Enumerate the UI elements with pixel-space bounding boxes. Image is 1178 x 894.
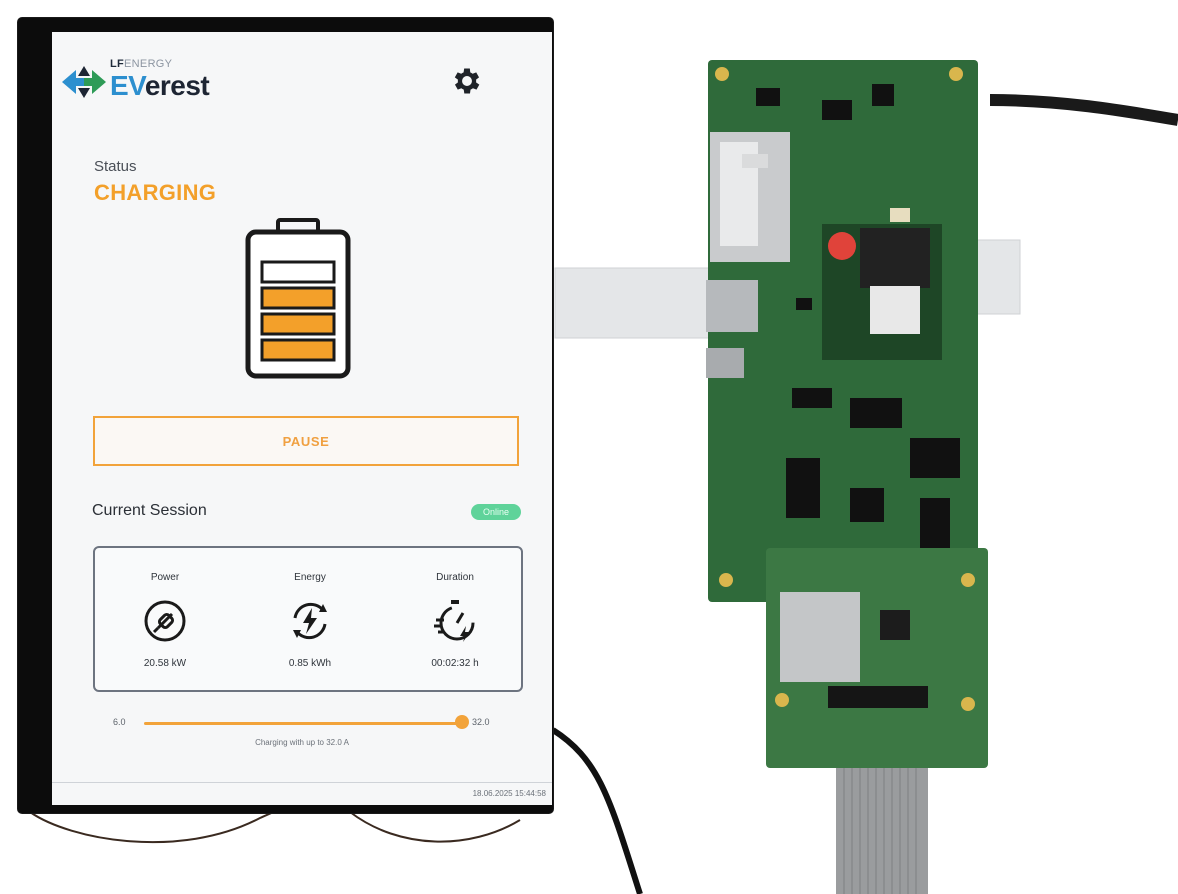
product-name: EVerest	[110, 70, 210, 101]
metric-label: Energy	[294, 572, 326, 583]
controller-board-image	[706, 60, 988, 768]
status-value: CHARGING	[94, 180, 217, 205]
tablet-display: LFENERGY EVerest Status CHARGING PAUSE C…	[18, 18, 553, 813]
status-badge: Online	[471, 504, 521, 520]
current-slider-thumb[interactable]	[455, 715, 469, 729]
pause-button[interactable]: PAUSE	[93, 416, 519, 466]
org-name: LFENERGY	[110, 58, 173, 70]
slider-max-label: 32.0	[472, 717, 490, 727]
metric-duration: Duration 00:02:32 h	[385, 548, 525, 694]
energy-bolt-icon	[293, 602, 327, 640]
battery-icon	[245, 218, 351, 379]
footer-divider	[52, 782, 552, 783]
current-slider-track[interactable]	[144, 722, 462, 725]
metric-energy: Energy 0.85 kWh	[240, 548, 380, 694]
metric-value: 00:02:32 h	[431, 658, 479, 669]
session-title: Current Session	[92, 502, 207, 519]
status-label: Status	[94, 158, 137, 175]
plug-icon	[144, 600, 186, 642]
slider-min-label: 6.0	[113, 717, 126, 727]
metric-label: Duration	[436, 572, 474, 583]
slider-caption: Charging with up to 32.0 A	[255, 738, 349, 747]
session-metrics-card: Power 20.58 kW Energy 0.85	[93, 546, 523, 692]
metric-value: 0.85 kWh	[288, 658, 332, 669]
metric-power: Power 20.58 kW	[95, 548, 235, 694]
gear-icon[interactable]	[450, 64, 484, 98]
stopwatch-icon	[434, 600, 475, 642]
timestamp: 18.06.2025 15:44:58	[472, 789, 546, 798]
metric-label: Power	[150, 572, 180, 583]
logo-arrows-icon	[62, 66, 106, 98]
metric-value: 20.58 kW	[143, 658, 187, 669]
everest-logo: LFENERGY EVerest	[62, 56, 232, 106]
charger-screen: LFENERGY EVerest Status CHARGING PAUSE C…	[52, 32, 552, 805]
